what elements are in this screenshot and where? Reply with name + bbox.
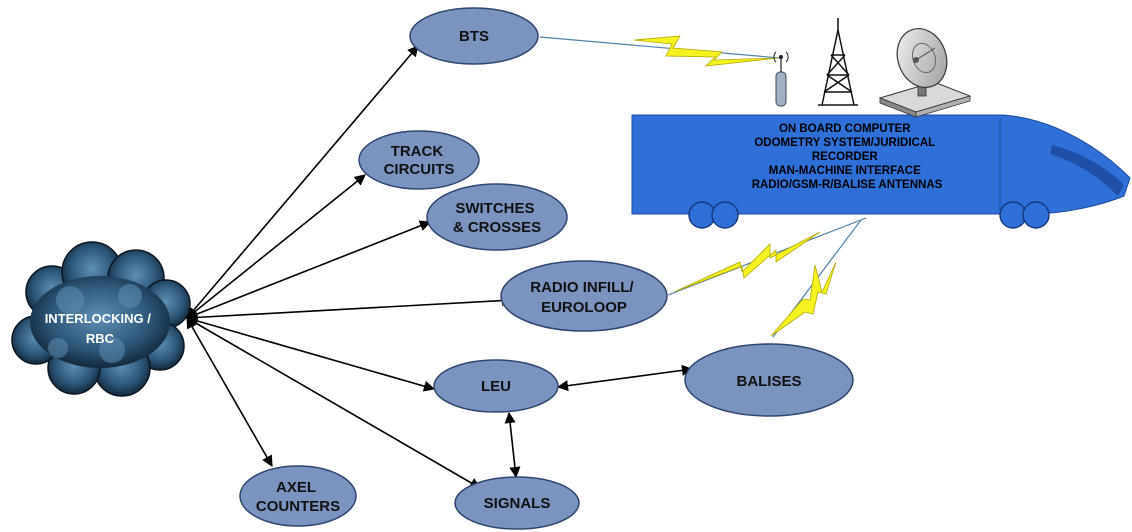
radio-infill-label: RADIO INFILL/ EUROLOOP [530, 279, 638, 316]
train-line-5: RADIO/GSM-R/BALISE ANTENNAS [752, 179, 943, 191]
axel-counters-label: AXEL COUNTERS [256, 479, 340, 515]
radio-infill-node: RADIO INFILL/ EUROLOOP [500, 260, 668, 332]
lightning-radio-icon [673, 231, 821, 293]
bts-label: BTS [459, 28, 489, 45]
switches-crosses-label: SWITCHES & CROSSES [453, 200, 541, 236]
track-circuits-node: TRACK CIRCUITS [358, 130, 480, 190]
hub-label-line-2: RBC [86, 331, 115, 346]
arrow-hub-signals [186, 317, 481, 489]
leu-node: LEU [433, 359, 559, 413]
switches-crosses-node: SWITCHES & CROSSES [426, 183, 568, 251]
arrow-hub-axel-counters [186, 317, 273, 467]
train: ON BOARD COMPUTER ODOMETRY SYSTEM/JURIDI… [631, 114, 1131, 229]
wheel-1 [688, 201, 716, 229]
track-circuits-label: TRACK CIRCUITS [384, 143, 455, 178]
hub-label: INTERLOCKING / RBC [45, 310, 156, 346]
wheel-4 [1022, 201, 1050, 229]
balises-node: BALISES [684, 343, 854, 417]
arrow-hub-track-circuits [186, 174, 366, 319]
train-line-3: RECORDER [812, 151, 879, 163]
arrow-hub-leu [185, 315, 436, 392]
arrow-hub-radio-infill [185, 294, 514, 324]
leu-label: LEU [481, 378, 511, 395]
bts-node: BTS [409, 7, 539, 65]
wheel-3 [999, 201, 1027, 229]
arrow-leu-balises [556, 364, 694, 392]
train-label: ON BOARD COMPUTER ODOMETRY SYSTEM/JURIDI… [752, 119, 943, 191]
interlocking-rbc-cloud: INTERLOCKING / RBC [11, 241, 191, 397]
axel-counters-node: AXEL COUNTERS [239, 465, 357, 527]
wheel-2 [711, 201, 739, 229]
train-body [631, 114, 1131, 215]
arrow-hub-switches [185, 220, 432, 320]
train-line-1: ON BOARD COMPUTER [779, 123, 911, 135]
signals-label: SIGNALS [484, 495, 551, 512]
train-line-2: ODOMETRY SYSTEM/JURIDICAL [754, 137, 935, 149]
radio-antenna-icon [773, 51, 789, 107]
connectors [185, 45, 694, 489]
lightning-bts-icon [633, 35, 779, 67]
arrow-leu-signals [504, 411, 521, 479]
train-windshield [1050, 145, 1124, 196]
lightning-balise-icon [770, 261, 837, 337]
beam-bts [539, 36, 781, 59]
hub-label-line-1: INTERLOCKING / [45, 311, 152, 326]
train-line-4: MAN-MACHINE INTERFACE [769, 165, 921, 177]
gsm-tower-icon [818, 18, 858, 106]
balises-label: BALISES [736, 373, 801, 390]
signals-node: SIGNALS [454, 476, 580, 530]
satellite-dish-icon [878, 28, 972, 118]
lightning-bolts [633, 35, 837, 337]
